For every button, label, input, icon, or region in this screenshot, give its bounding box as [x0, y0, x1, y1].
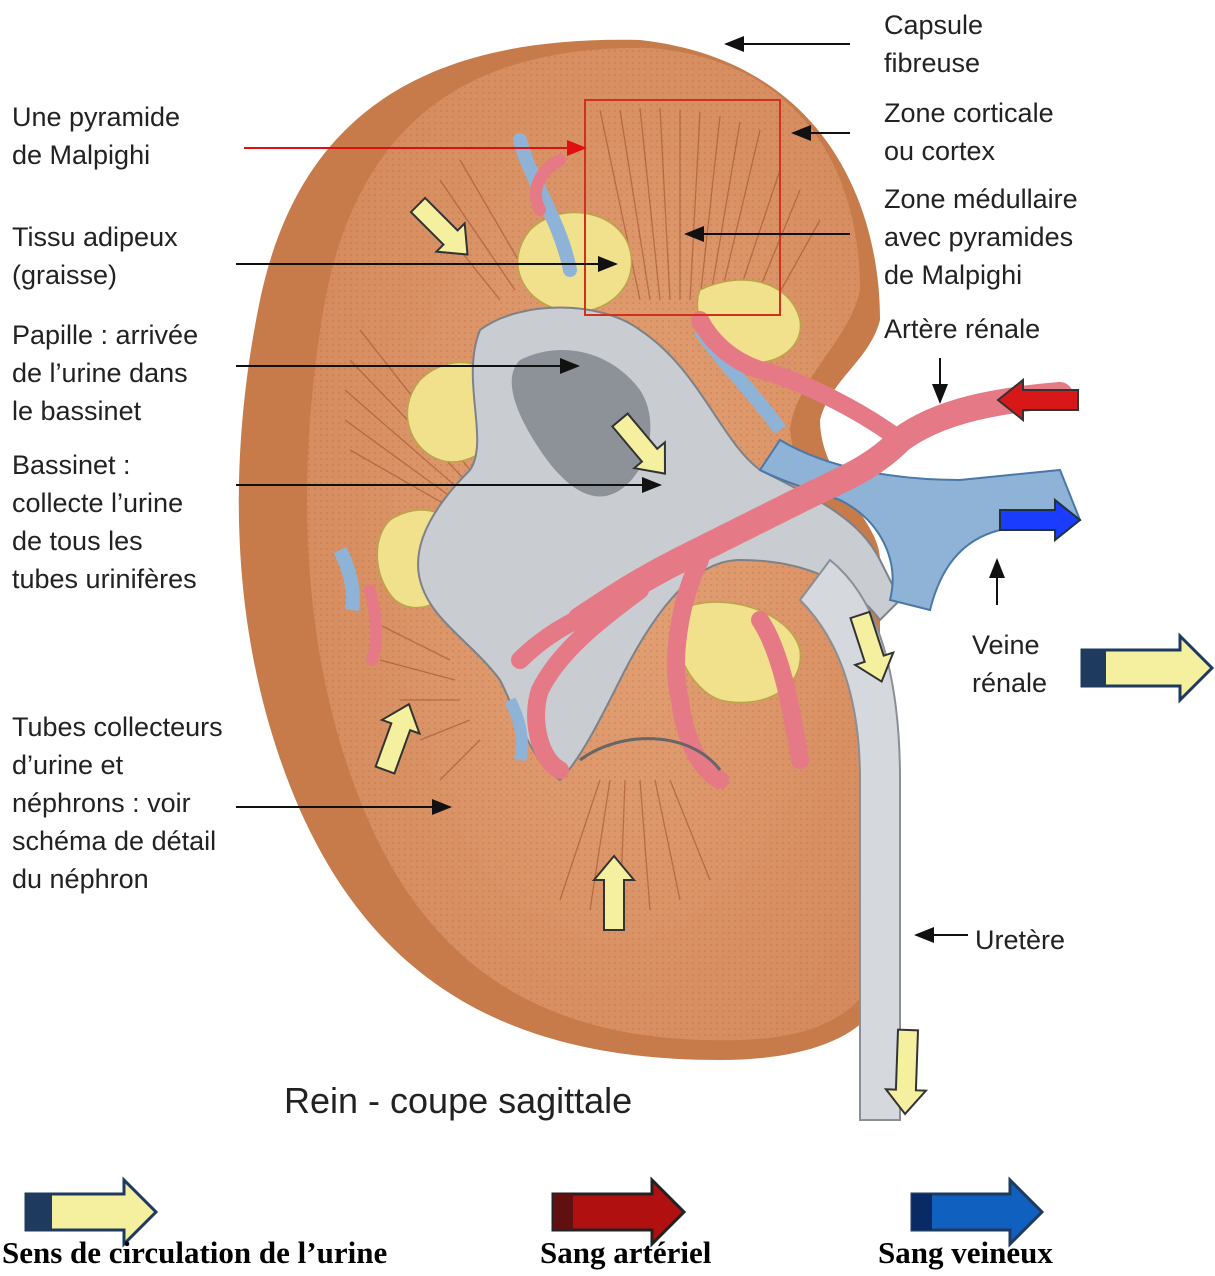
label-pyramid: Une pyramide de Malpighi	[12, 98, 180, 174]
label-vein: Veine rénale	[972, 626, 1047, 702]
legend-urine-label: Sens de circulation de l’urine	[2, 1235, 387, 1271]
urine-arrow-side	[1082, 636, 1212, 700]
label-pelvis: Bassinet : collecte l’urine de tous les …	[12, 446, 197, 598]
label-artery: Artère rénale	[884, 310, 1040, 348]
label-papilla: Papille : arrivée de l’urine dans le bas…	[12, 316, 198, 430]
label-capsule: Capsule fibreuse	[884, 6, 983, 82]
legend-arterial-label: Sang artériel	[540, 1235, 711, 1271]
label-cortex: Zone corticale ou cortex	[884, 94, 1054, 170]
label-fat: Tissu adipeux (graisse)	[12, 218, 178, 294]
diagram-title: Rein - coupe sagittale	[284, 1080, 632, 1122]
legend-venous-label: Sang veineux	[878, 1235, 1053, 1271]
label-medulla: Zone médullaire avec pyramides de Malpig…	[884, 180, 1078, 294]
label-ureter: Uretère	[975, 921, 1065, 959]
label-tubes: Tubes collecteurs d’urine et néphrons : …	[12, 708, 223, 898]
